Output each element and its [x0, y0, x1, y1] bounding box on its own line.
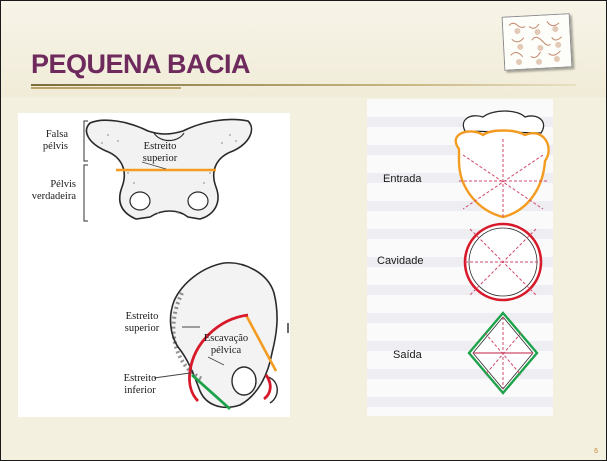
- decorative-photo-collage: [501, 13, 573, 71]
- slide-title: PEQUENA BACIA: [31, 49, 251, 79]
- label-saida: Saída: [393, 349, 422, 361]
- label-entrada: Entrada: [383, 173, 422, 185]
- collage-sketches: [502, 14, 572, 70]
- pelvis-anatomy-figure: Falsa pélvis Estreito superior Pélvis ve…: [18, 113, 290, 417]
- label-falsa-pelvis: Falsa pélvis: [42, 129, 68, 152]
- pelvic-planes-figure: Entrada Cavidade Saída: [367, 99, 553, 416]
- label-estreito-inferior: Estreito inferior: [123, 373, 157, 396]
- pelvis-drawings: [83, 118, 289, 411]
- label-estreito-superior-side: Estreito superior: [124, 311, 160, 334]
- label-pelvis-verdadeira: Pélvis verdadeira: [31, 179, 76, 202]
- label-escavacao-pelvica: Escavação pélvica: [203, 333, 249, 356]
- label-cavidade: Cavidade: [377, 255, 424, 267]
- title-underline: [31, 84, 576, 86]
- pelvic-planes-drawings: [454, 110, 550, 395]
- page-number: 6: [594, 448, 598, 455]
- label-estreito-superior-top: Estreito superior: [142, 141, 178, 164]
- title-underline-accent: [31, 87, 181, 89]
